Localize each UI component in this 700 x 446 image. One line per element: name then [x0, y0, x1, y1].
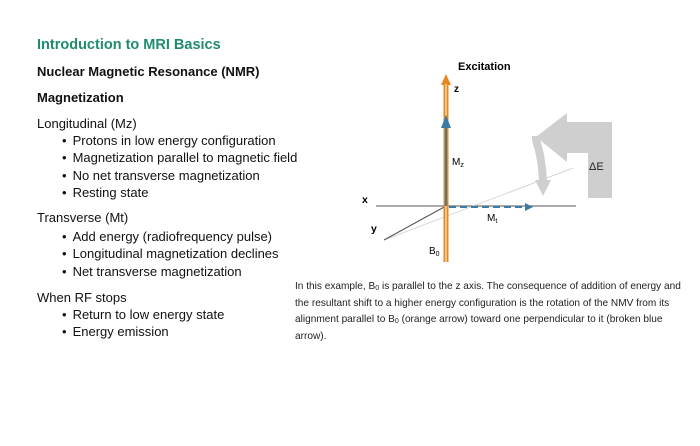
- longitudinal-heading: Longitudinal (Mz): [37, 116, 137, 131]
- diagram-caption: In this example, B0 is parallel to the z…: [295, 281, 681, 342]
- rotation-arrow: [532, 136, 551, 196]
- transverse-list: Add energy (radiofrequency pulse) Longit…: [62, 228, 279, 280]
- y-axis: [383, 205, 447, 241]
- list-item: No net transverse magnetization: [62, 167, 297, 184]
- mz-label: Mz: [452, 157, 464, 169]
- section-heading: Magnetization: [37, 90, 124, 105]
- x-axis-label: x: [362, 194, 368, 206]
- list-item: Return to low energy state: [62, 306, 225, 323]
- list-item: Net transverse magnetization: [62, 263, 279, 280]
- y-axis-label: y: [371, 223, 377, 235]
- list-item: Magnetization parallel to magnetic field: [62, 149, 298, 166]
- longitudinal-list: Protons in low energy configuration Magn…: [62, 132, 298, 201]
- list-item: Add energy (radiofrequency pulse): [62, 228, 279, 245]
- b0-arrowhead: [441, 74, 451, 85]
- diagram-title: Excitation: [458, 61, 511, 73]
- page-title: Introduction to MRI Basics: [37, 37, 221, 53]
- mt-label: Mt: [487, 213, 497, 225]
- delta-e-label: ΔE: [589, 161, 604, 173]
- page-subtitle: Nuclear Magnetic Resonance (NMR): [37, 64, 260, 79]
- delta-e-arrow-icon: [536, 113, 612, 198]
- mz-arrowhead: [441, 115, 451, 128]
- rf-stops-list: Return to low energy state Energy emissi…: [62, 306, 225, 341]
- b0-label: B0: [429, 246, 440, 258]
- list-item: Resting state: [62, 184, 297, 201]
- rf-stops-heading: When RF stops: [37, 290, 127, 305]
- list-item: Energy emission: [62, 323, 224, 340]
- transverse-heading: Transverse (Mt): [37, 210, 129, 225]
- z-axis-label: z: [454, 84, 459, 95]
- list-item: Protons in low energy configuration: [62, 132, 297, 149]
- list-item: Longitudinal magnetization declines: [62, 245, 279, 262]
